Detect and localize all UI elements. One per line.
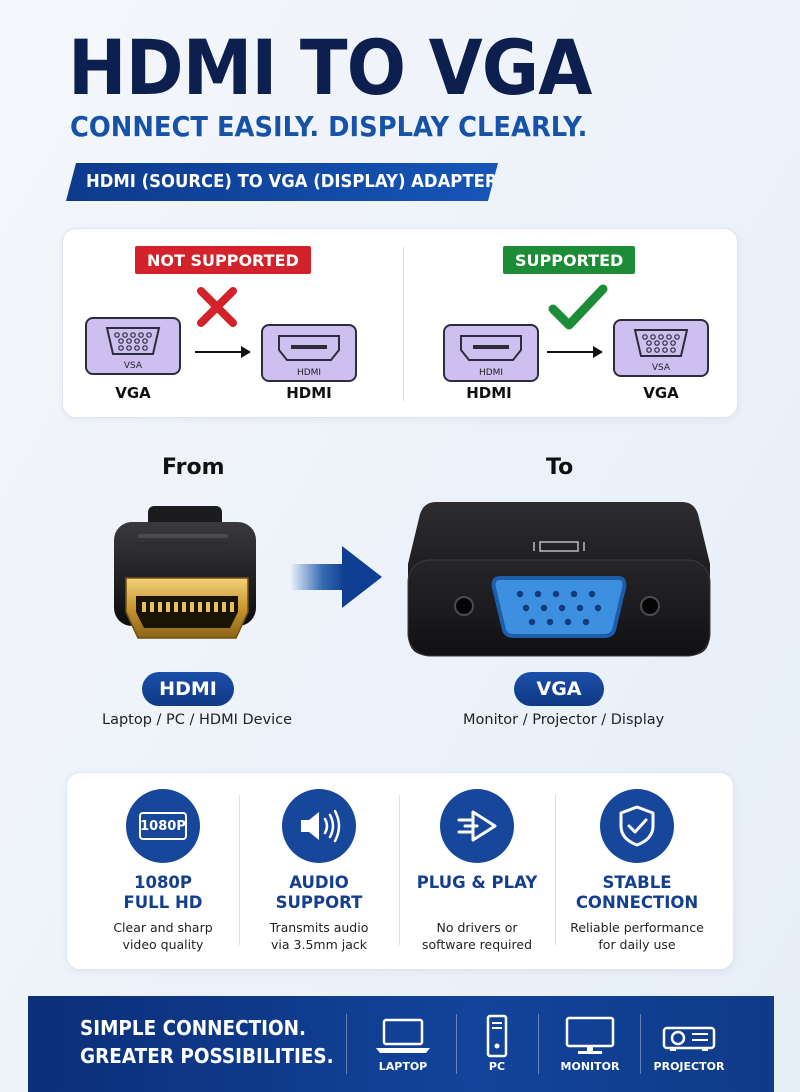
hdmi-port-label: HDMI [296,368,322,378]
feature-desc: No drivers or [436,920,518,935]
footer-tagline: SIMPLE CONNECTION. GREATER POSSIBILITIES… [80,1014,334,1070]
footer-divider [538,1014,539,1074]
direction-arrow-icon [290,542,384,612]
vga-port-icon: VSA [613,319,709,377]
feature-desc: video quality [122,937,204,952]
hdmi-plug-image [108,500,268,650]
cross-icon [195,285,239,329]
feature-title: AUDIO [289,873,349,892]
to-label: To [546,455,574,480]
vga-name: VGA [115,384,151,402]
hdmi-name: HDMI [286,384,332,402]
tagline-line-2: GREATER POSSIBILITIES. [80,1044,334,1068]
page-title: HDMI TO VGA [68,23,592,112]
device-name: MONITOR [560,1060,620,1073]
laptop-icon [376,1018,430,1053]
feature-plug-play: PLUG & PLAY No drivers or software requir… [399,773,555,971]
device-name: LAPTOP [378,1060,428,1073]
feature-divider [239,795,240,945]
feature-title: STABLE [602,873,672,892]
check-icon [547,283,609,333]
hdmi-port-icon: HDMI [443,324,539,382]
pc-tower-icon [486,1014,508,1058]
vga-port-label: VSA [123,361,143,371]
feature-title: FULL HD [123,893,203,912]
compat-divider [403,247,404,401]
from-label: From [162,455,225,480]
feature-desc: for daily use [598,937,676,952]
arrow-line [547,351,595,353]
compatibility-card: NOT SUPPORTED VSA HDMI VGA HDMI SUPPORTE… [62,228,738,418]
feature-divider [399,795,400,945]
vga-pill: VGA [514,672,604,706]
footer-divider [346,1014,347,1074]
display-description: Monitor / Projector / Display [463,712,665,728]
footer-bar: SIMPLE CONNECTION. GREATER POSSIBILITIES… [28,996,774,1092]
hdmi-port-icon: HDMI [261,324,357,382]
tagline-line-1: SIMPLE CONNECTION. [80,1016,307,1040]
footer-divider [640,1014,641,1074]
monitor-icon [565,1016,615,1054]
vga-port-icon: VSA [85,317,181,375]
hdmi-name: HDMI [466,384,512,402]
feature-title: 1080P [133,873,193,892]
speaker-icon [282,789,356,863]
adapter-banner-text: HDMI (SOURCE) TO VGA (DISPLAY) ADAPTER [86,172,498,192]
hdmi-pill: HDMI [142,672,234,706]
feature-title: CONNECTION [575,893,699,912]
device-name: PC [488,1060,506,1073]
adapter-banner: HDMI (SOURCE) TO VGA (DISPLAY) ADAPTER [66,163,498,201]
projector-icon [662,1026,716,1051]
feature-desc: software required [421,937,533,952]
vga-port-label: VSA [651,363,671,373]
feature-desc: Clear and sharp [113,920,213,935]
feature-desc: Reliable performance [570,920,704,935]
feature-divider [555,795,556,945]
page-subtitle: CONNECT EASILY. DISPLAY CLEARLY. [70,110,588,143]
feature-desc: Transmits audio [269,920,369,935]
device-name: PROJECTOR [653,1060,725,1073]
arrow-right-icon [593,346,603,358]
1080p-icon-text: 1080P [139,812,187,840]
shield-check-icon [600,789,674,863]
arrow-line [195,351,243,353]
supported-badge: SUPPORTED [503,246,636,274]
vga-name: VGA [643,384,679,402]
source-description: Laptop / PC / HDMI Device [102,712,293,728]
feature-title: SUPPORT [275,893,363,912]
feature-title: PLUG & PLAY [416,873,538,892]
arrow-right-icon [241,346,251,358]
plug-play-icon [440,789,514,863]
feature-desc: via 3.5mm jack [271,937,367,952]
not-supported-badge: NOT SUPPORTED [135,246,311,274]
1080p-icon: 1080P [126,789,200,863]
hdmi-port-label: HDMI [478,368,504,378]
footer-divider [456,1014,457,1074]
vga-adapter-image [404,498,714,660]
